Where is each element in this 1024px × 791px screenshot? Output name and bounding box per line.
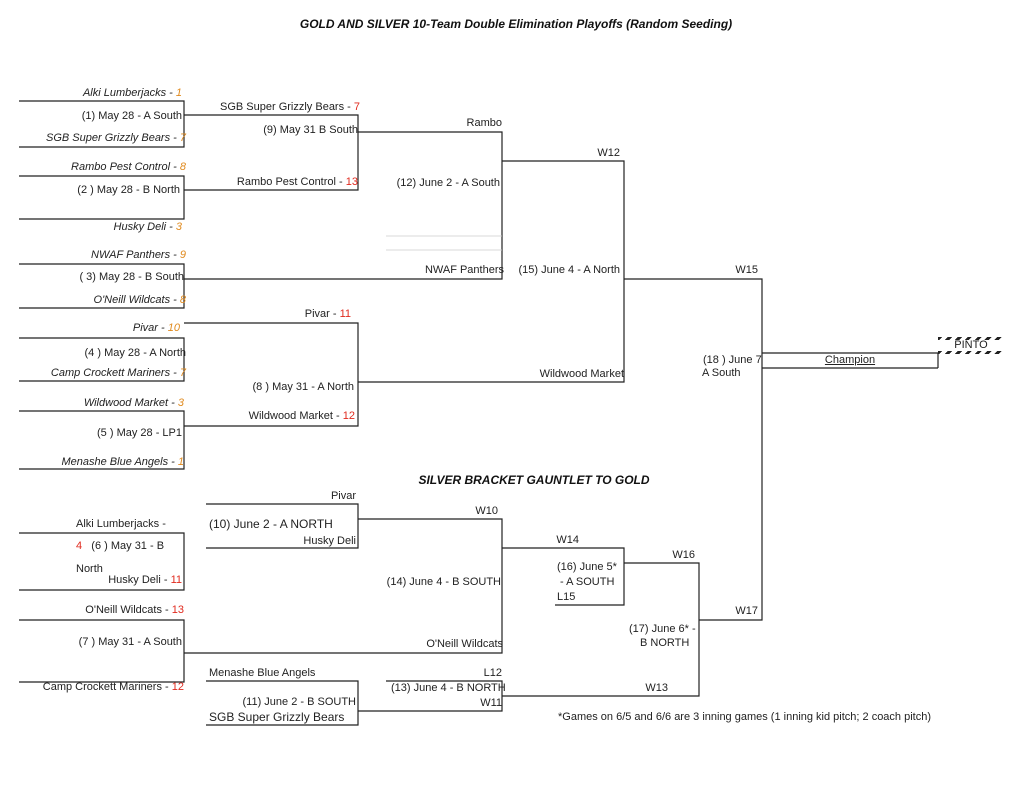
silver-g14-bottom: O'Neill Wildcats xyxy=(426,638,503,650)
r2-g8-top-team: Pivar - 11 xyxy=(304,308,351,320)
silver-g17-label-line2: B NORTH xyxy=(640,637,690,649)
silver-g7-label: (7 ) May 31 - A South xyxy=(78,636,182,648)
silver-bracket-title: SILVER BRACKET GAUNTLET TO GOLD xyxy=(418,473,650,487)
silver-g6-label: 4 (6 ) May 31 - B xyxy=(76,540,165,552)
r1-g3-bottom-team: O'Neill Wildcats - 8 xyxy=(93,294,186,306)
r1-g2-top-team: Rambo Pest Control - 8 xyxy=(71,161,186,173)
silver-g10-top: Pivar xyxy=(330,490,356,502)
r1-g3-top-team: NWAF Panthers - 9 xyxy=(91,249,186,261)
silver-g17-bottom: W13 xyxy=(645,682,668,694)
silver-g16-label-line1: (16) June 5* xyxy=(557,561,617,573)
silver-g11-bottom: SGB Super Grizzly Bears xyxy=(209,710,345,724)
silver-g16-top: W14 xyxy=(556,534,579,546)
silver-g10-label: (10) June 2 - A NORTH xyxy=(209,517,333,531)
r3-g12-top: Rambo xyxy=(466,117,502,129)
r1-g2-label: (2 ) May 28 - B North xyxy=(77,184,180,196)
champion-winner-pinto: PINTO xyxy=(938,337,1004,354)
r1-g4-bottom-team: Camp Crockett Mariners - 7 xyxy=(50,367,186,379)
silver-g7-bottom-team: Camp Crockett Mariners - 12 xyxy=(42,681,184,693)
silver-g13-top: L12 xyxy=(483,667,502,679)
silver-g6-bottom-team: Husky Deli - 11 xyxy=(108,574,182,586)
footnote: *Games on 6/5 and 6/6 are 3 inning games… xyxy=(558,711,932,723)
silver-g14-top: W10 xyxy=(475,505,498,517)
r3-g12-label: (12) June 2 - A South xyxy=(396,177,500,189)
r1-g3-label: ( 3) May 28 - B South xyxy=(79,271,184,283)
r2-g8-label: (8 ) May 31 - A North xyxy=(252,381,354,393)
silver-g6-top-team: Alki Lumberjacks - xyxy=(76,518,166,530)
r2-g9-top-team: SGB Super Grizzly Bears - 7 xyxy=(220,101,360,113)
r1-g1-label: (1) May 28 - A South xyxy=(81,110,182,122)
final-label-line1: (18 ) June 7 xyxy=(703,354,762,366)
page-title: GOLD AND SILVER 10-Team Double Eliminati… xyxy=(299,17,733,31)
r2-g9-label: (9) May 31 B South xyxy=(263,124,358,136)
final-label-line2: A South xyxy=(702,367,741,379)
final-top: W15 xyxy=(735,264,758,276)
r1-g5-bottom-team: Menashe Blue Angels - 1 xyxy=(61,456,184,468)
silver-g13-bottom: W11 xyxy=(480,697,502,709)
r1-g5-label: (5 ) May 28 - LP1 xyxy=(97,427,182,439)
r4-g15-label: (15) June 4 - A North xyxy=(518,264,621,276)
r1-g2-bottom-team: Husky Deli - 3 xyxy=(113,221,182,233)
r3-g12-bottom: NWAF Panthers xyxy=(424,264,504,276)
silver-g14-label: (14) June 4 - B SOUTH xyxy=(386,576,501,588)
r2-g8-bottom-team: Wildwood Market - 12 xyxy=(248,410,355,422)
r1-g4-label: (4 ) May 28 - A North xyxy=(84,347,186,359)
r1-g5-top-team: Wildwood Market - 3 xyxy=(83,397,184,409)
silver-g11-label: (11) June 2 - B SOUTH xyxy=(242,696,357,708)
silver-g10-bottom: Husky Deli xyxy=(303,535,356,547)
r1-g1-top-team: Alki Lumberjacks - 1 xyxy=(82,87,182,99)
r1-g4-top-team: Pivar - 10 xyxy=(132,322,180,334)
silver-g13-label: (13) June 4 - B NORTH xyxy=(391,682,506,694)
r1-g1-bottom-team: SGB Super Grizzly Bears - 7 xyxy=(46,132,186,144)
silver-g16-label-line2: - A SOUTH xyxy=(560,576,615,588)
silver-g16-bottom: L15 xyxy=(557,591,576,603)
silver-g6-label-line2: North xyxy=(76,563,103,575)
r4-g15-top: W12 xyxy=(597,147,620,159)
r4-g15-bottom: Wildwood Market xyxy=(539,368,624,380)
final-bottom: W17 xyxy=(735,605,758,617)
champion-label: Champion xyxy=(824,354,876,366)
silver-g7-top-team: O'Neill Wildcats - 13 xyxy=(85,604,184,616)
silver-g11-top: Menashe Blue Angels xyxy=(209,667,316,679)
silver-g17-label-line1: (17) June 6* - xyxy=(629,623,696,635)
r2-g9-bottom-team: Rambo Pest Control - 13 xyxy=(236,176,358,188)
silver-g17-top: W16 xyxy=(672,549,695,561)
